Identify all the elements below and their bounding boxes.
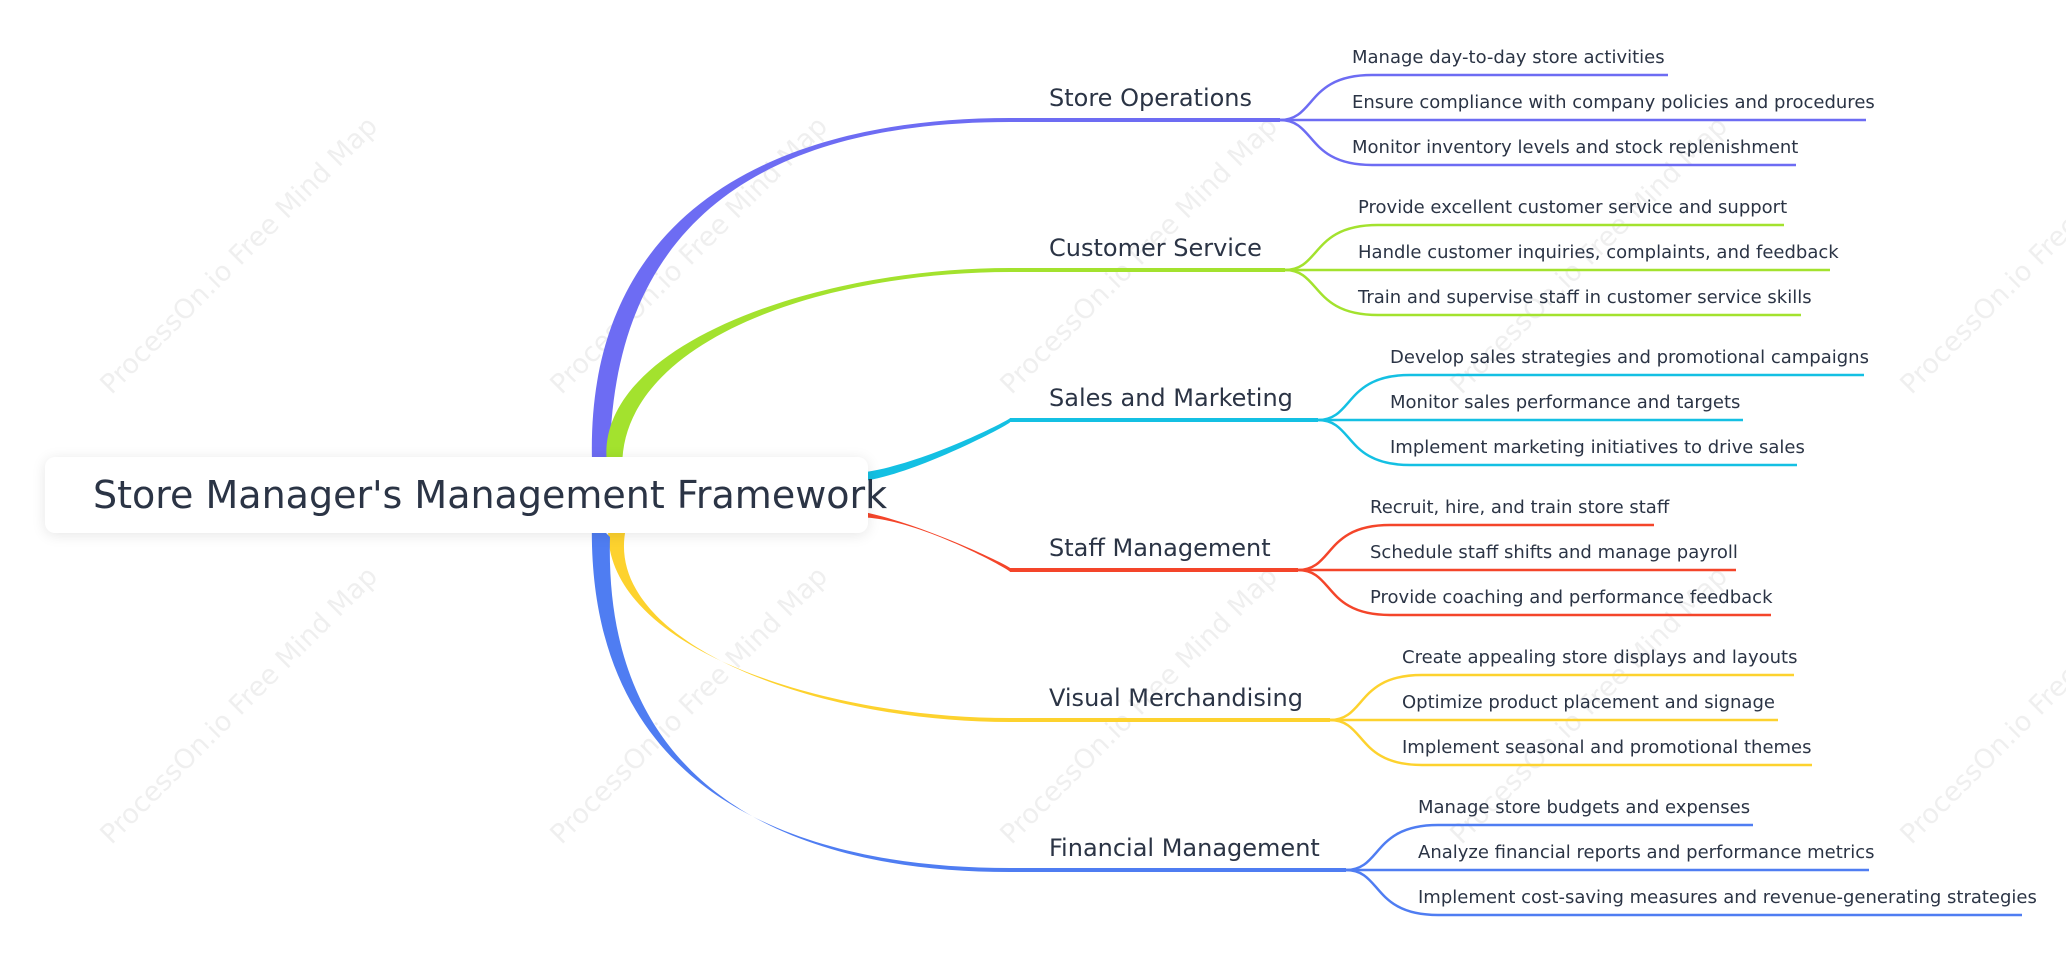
leaf-connector: [1279, 118, 1796, 167]
leaf-connector: [1345, 868, 2022, 917]
branch-label-sales-and-marketing[interactable]: Sales and Marketing: [1049, 384, 1293, 412]
leaf-item[interactable]: Create appealing store displays and layo…: [1402, 647, 1798, 668]
leaf-item[interactable]: Recruit, hire, and train store staff: [1370, 497, 1670, 518]
leaf-item[interactable]: Analyze financial reports and performanc…: [1418, 842, 1875, 863]
leaf-connector: [1317, 373, 1864, 422]
leaf-item[interactable]: Ensure compliance with company policies …: [1352, 92, 1875, 113]
leaf-item[interactable]: Provide excellent customer service and s…: [1358, 197, 1788, 218]
branch-label-customer-service[interactable]: Customer Service: [1049, 234, 1262, 262]
branch-connector-sales-and-marketing: [815, 418, 1318, 483]
leaf-connector: [1329, 673, 1794, 722]
root-title: Store Manager's Management Framework: [93, 473, 888, 517]
leaf-item[interactable]: Train and supervise staff in customer se…: [1358, 287, 1812, 308]
leaf-connector: [1284, 268, 1801, 317]
leaf-item[interactable]: Monitor inventory levels and stock reple…: [1352, 137, 1799, 158]
leaf-item[interactable]: Implement seasonal and promotional theme…: [1402, 737, 1812, 758]
branch-label-financial-management[interactable]: Financial Management: [1049, 834, 1320, 862]
branch-connector-store-operations: [591, 118, 1280, 479]
leaf-item[interactable]: Provide coaching and performance feedbac…: [1370, 587, 1773, 608]
leaf-item[interactable]: Implement cost-saving measures and reven…: [1418, 887, 2037, 908]
root-node[interactable]: Store Manager's Management Framework: [45, 457, 887, 533]
leaf-item[interactable]: Monitor sales performance and targets: [1390, 392, 1741, 413]
leaf-connector: [1345, 823, 1753, 872]
branch-label-store-operations[interactable]: Store Operations: [1049, 84, 1253, 112]
leaf-item[interactable]: Implement marketing initiatives to drive…: [1390, 437, 1805, 458]
leaf-connector: [1284, 223, 1784, 272]
leaf-item[interactable]: Develop sales strategies and promotional…: [1390, 347, 1869, 368]
branch-label-visual-merchandising[interactable]: Visual Merchandising: [1049, 684, 1303, 712]
leaf-item[interactable]: Manage store budgets and expenses: [1418, 797, 1751, 818]
leaf-item[interactable]: Handle customer inquiries, complaints, a…: [1358, 242, 1839, 263]
leaf-connector: [1279, 73, 1668, 122]
leaf-item[interactable]: Schedule staff shifts and manage payroll: [1370, 542, 1738, 563]
leaf-connector: [1297, 568, 1771, 617]
leaf-connector: [1329, 718, 1812, 767]
leaf-item[interactable]: Manage day-to-day store activities: [1352, 47, 1665, 68]
branch-label-staff-management[interactable]: Staff Management: [1049, 534, 1271, 562]
leaf-connector: [1297, 523, 1654, 572]
leaf-item[interactable]: Optimize product placement and signage: [1402, 692, 1775, 713]
leaf-connector: [1317, 418, 1797, 467]
